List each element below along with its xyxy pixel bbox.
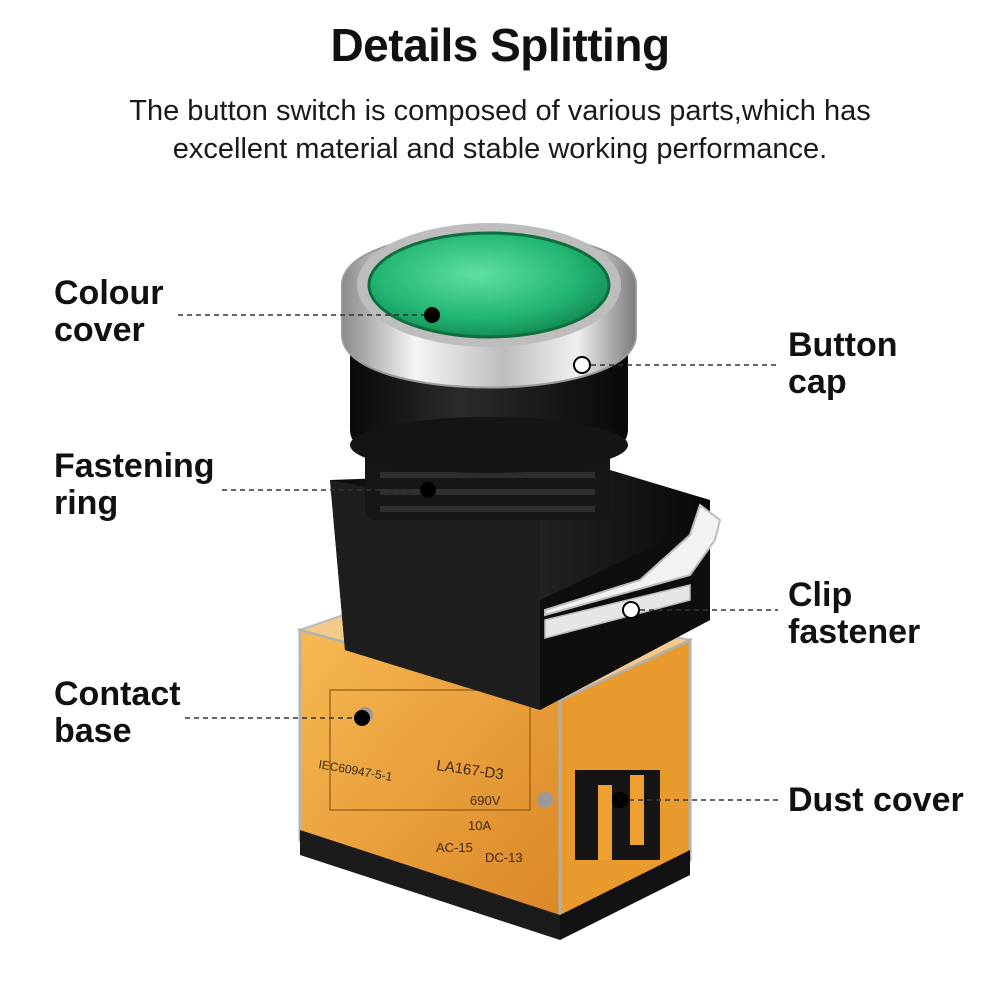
label-fastening-ring: Fastening ring	[54, 448, 215, 522]
label-clip-fastener-line-2: fastener	[788, 613, 921, 651]
voltage-marking: 690V	[470, 793, 501, 808]
label-colour-cover-line-1: Colour	[54, 274, 164, 312]
marker-fastening-ring	[420, 482, 436, 498]
marker-colour-cover	[424, 307, 440, 323]
label-button-cap-line-1: Button	[788, 326, 898, 364]
label-fastening-ring-line-1: Fastening	[54, 447, 215, 485]
marker-contact-base	[354, 710, 370, 726]
label-button-cap-line-2: cap	[788, 363, 847, 401]
clip-fastener-body	[544, 503, 722, 639]
label-contact-base-line-1: Contact	[54, 675, 181, 713]
label-dust-cover-text: Dust cover	[788, 781, 964, 819]
subtitle-line-2: excellent material and stable working pe…	[172, 133, 828, 165]
label-contact-base: Contact base	[54, 676, 181, 750]
subtitle: The button switch is composed of various…	[0, 92, 1000, 168]
label-fastening-ring-line-2: ring	[54, 484, 119, 522]
label-dust-cover: Dust cover	[788, 782, 964, 819]
housing-body	[330, 470, 710, 710]
marker-clip-fastener	[622, 601, 640, 619]
label-colour-cover: Colour cover	[54, 275, 164, 349]
dc-marking: DC-13	[485, 850, 523, 865]
marker-dust-cover	[612, 792, 628, 808]
current-marking: 10A	[468, 818, 491, 833]
dust-cover-body	[300, 770, 690, 940]
label-contact-base-line-2: base	[54, 712, 132, 750]
marker-button-cap	[573, 356, 591, 374]
colour-cover-lens	[367, 231, 611, 339]
label-colour-cover-line-2: cover	[54, 311, 145, 349]
leader-lines	[178, 314, 778, 801]
label-button-cap: Button cap	[788, 327, 898, 401]
page-title: Details Splitting	[330, 19, 670, 71]
screw-icon	[537, 792, 553, 808]
leader-markers	[354, 307, 640, 808]
subtitle-line-1: The button switch is composed of various…	[129, 95, 871, 127]
label-clip-fastener-line-1: Clip	[788, 576, 853, 614]
label-clip-fastener: Clip fastener	[788, 577, 920, 651]
ac-marking: AC-15	[436, 840, 473, 855]
